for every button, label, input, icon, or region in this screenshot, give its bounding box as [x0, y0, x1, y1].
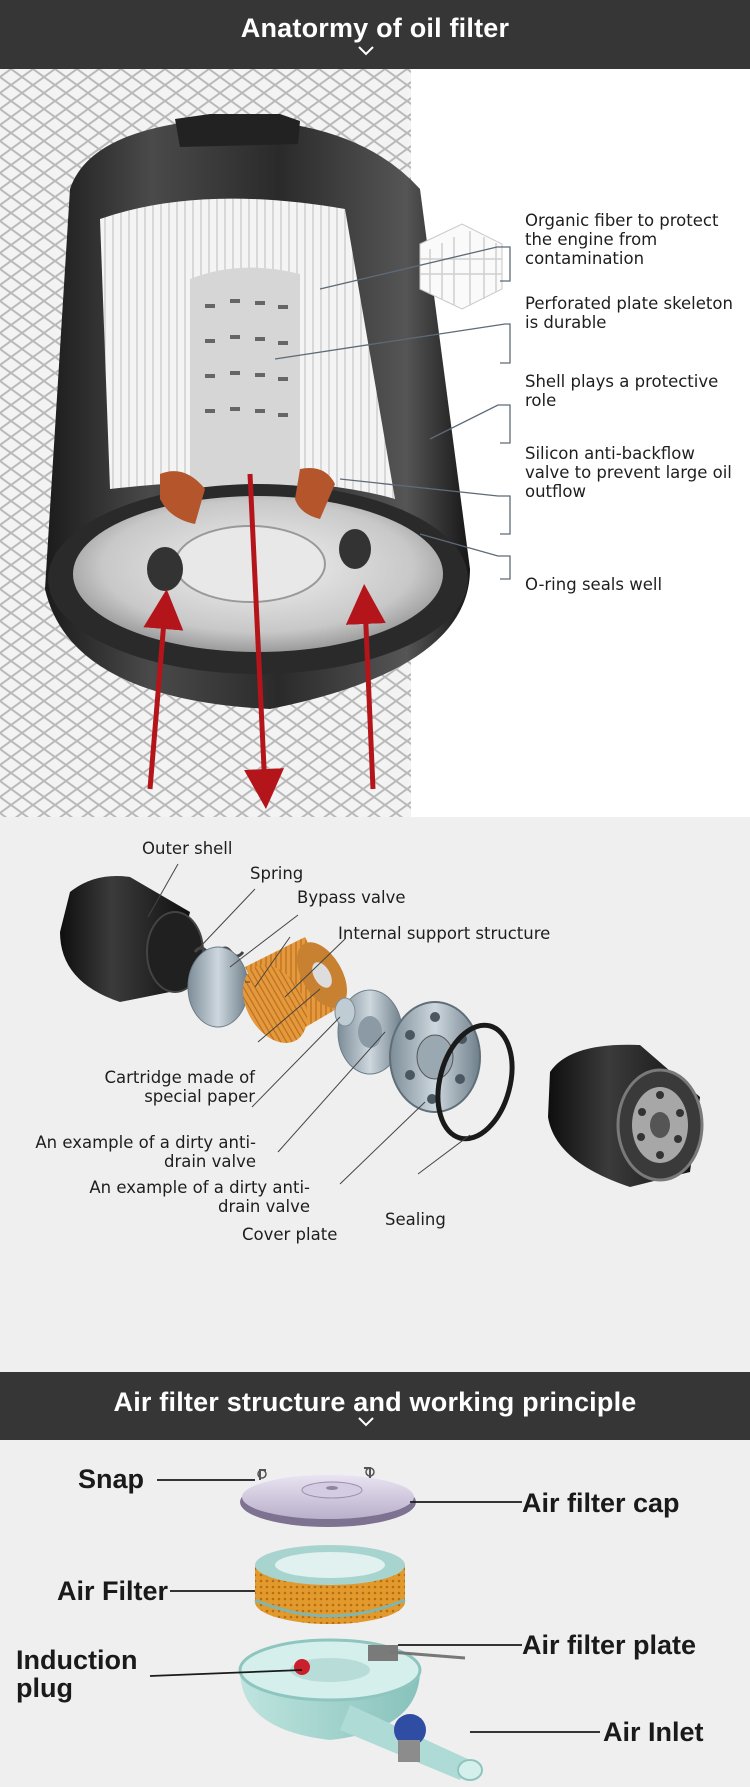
label-cover-plate: Cover plate — [242, 1225, 338, 1244]
callout-shell: Shell plays a protective role — [525, 372, 719, 410]
label-sealing: Sealing — [385, 1210, 446, 1229]
oil-filter-header: Anatormy of oil filter — [0, 0, 750, 69]
outer-shell-part — [60, 876, 204, 1002]
air-filter-title: Air filter structure and working princip… — [113, 1387, 637, 1417]
air-filter-structure: Snap Air filter cap Air Filter Air filte… — [0, 1440, 750, 1787]
chevron-down-icon — [358, 46, 374, 56]
label-air-filter: Air Filter — [57, 1576, 169, 1606]
air-filter-base-part — [238, 1638, 483, 1781]
label-bypass-valve: Bypass valve — [297, 888, 406, 907]
assembled-filter-part — [548, 1044, 704, 1187]
air-filter-element-part — [254, 1545, 406, 1624]
label-dirty-valve-2: An example of a dirty anti-drain valve — [89, 1178, 310, 1216]
label-air-inlet: Air Inlet — [603, 1717, 704, 1747]
fiber-cube — [419, 223, 503, 310]
oil-filter-anatomy: Organic fiber to protect the engine from… — [0, 69, 750, 817]
chevron-down-icon — [358, 1417, 374, 1427]
label-induction-plug: Induction plug — [16, 1645, 138, 1703]
oil-filter-cutaway-illustration — [0, 69, 511, 817]
label-cartridge: Cartridge made of special paper — [104, 1068, 255, 1106]
label-dirty-valve-1: An example of a dirty anti-drain valve — [35, 1133, 256, 1171]
air-filter-header: Air filter structure and working princip… — [0, 1372, 750, 1440]
label-air-filter-plate: Air filter plate — [522, 1630, 697, 1660]
air-filter-cap-part — [240, 1467, 416, 1527]
callout-perforated-plate: Perforated plate skeleton is durable — [525, 294, 733, 332]
exploded-parts-illustration — [60, 863, 704, 1187]
label-snap: Snap — [78, 1464, 145, 1494]
callout-o-ring: O-ring seals well — [525, 575, 663, 594]
label-outer-shell: Outer shell — [142, 839, 233, 858]
callout-silicon-valve: Silicon anti-backflow valve to prevent l… — [525, 444, 732, 501]
oil-filter-title: Anatormy of oil filter — [240, 13, 510, 43]
label-air-filter-cap: Air filter cap — [522, 1488, 680, 1518]
label-internal-support: Internal support structure — [338, 924, 551, 943]
air-filter-illustration — [149, 1467, 600, 1781]
label-spring: Spring — [250, 864, 304, 883]
callout-organic-fiber: Organic fiber to protect the engine from… — [525, 211, 719, 268]
oil-filter-exploded-view: Outer shell Spring Bypass valve Internal… — [0, 817, 750, 1372]
